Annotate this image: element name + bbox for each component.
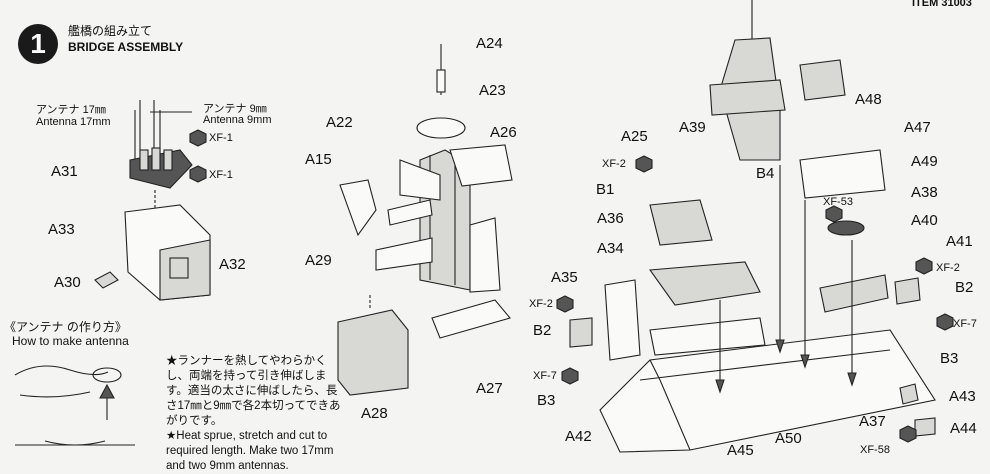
- part-label-b4: B4: [756, 165, 775, 182]
- part-label-a33: A32: [219, 256, 246, 273]
- part-label-a27: A26: [490, 124, 517, 141]
- paint-label-xf53: XF-53: [823, 196, 853, 208]
- part-label-a29: A29: [305, 252, 332, 269]
- paint-label-xf2-b: XF-2: [936, 262, 960, 274]
- part-label-a25: A24: [476, 35, 503, 52]
- part-label-a50: A50: [775, 430, 802, 447]
- part-label-a38: A43: [949, 388, 976, 405]
- part-label-a32: A31: [51, 163, 78, 180]
- part-label-b3-right: B3: [940, 350, 959, 367]
- step-number-badge: 1: [18, 24, 58, 64]
- paint-label-xf2-a: XF-2: [602, 158, 626, 170]
- paint-label-xf2-c: XF-2: [529, 298, 553, 310]
- how-to-title-jp: 《アンテナ の作り方》: [4, 320, 127, 334]
- part-label-a43: A39: [679, 119, 706, 136]
- part-label-a15: A44: [950, 420, 977, 437]
- part-label-a36: A34: [597, 240, 624, 257]
- part-label-a41: A37: [859, 413, 886, 430]
- superstructure-art: [569, 0, 936, 453]
- part-label-a45: A41: [946, 233, 973, 250]
- paint-label-xf1-a: XF-1: [209, 132, 233, 144]
- part-label-a28: A27: [476, 380, 503, 397]
- step-title-jp: 艦橋の組み立て: [68, 24, 153, 38]
- part-label-b2-right: B2: [955, 279, 974, 296]
- part-label-a39: A45: [727, 442, 754, 459]
- how-to-note: ★ランナーを熱してやわらかくし、両端を持って引き伸ばします。適当の太さに伸ばした…: [166, 354, 342, 474]
- part-label-b2-left: B2: [533, 322, 552, 339]
- part-label-b1: B1: [596, 181, 615, 198]
- part-label-a47: A47: [904, 119, 931, 136]
- part-label-a42: A38: [911, 184, 938, 201]
- paint-label-xf1-b: XF-1: [209, 169, 233, 181]
- antenna-9mm-label-en: Antenna 9mm: [203, 114, 272, 126]
- how-to-note-en: ★Heat sprue, stretch and cut to required…: [166, 430, 334, 472]
- paint-label-xf58: XF-58: [860, 444, 890, 456]
- part-label-a37: A35: [551, 269, 578, 286]
- part-label-a22: A15: [305, 151, 332, 168]
- step-title-en: BRIDGE ASSEMBLY: [68, 40, 184, 54]
- paint-markers: [189, 129, 954, 443]
- antenna-9mm-label-jp: アンテナ 9㎜: [203, 103, 267, 115]
- part-label-a34: A33: [48, 221, 75, 238]
- antenna-17mm-label-en: Antenna 17mm: [36, 116, 111, 128]
- antenna-17mm-label-jp: アンテナ 17㎜: [36, 104, 106, 116]
- part-label-b3-left: B3: [537, 392, 556, 409]
- how-to-title-en: How to make antenna: [12, 334, 129, 348]
- paint-label-xf7-b: XF-7: [533, 370, 557, 382]
- item-number: ITEM 31003: [912, 0, 972, 9]
- how-to-note-jp: ★ランナーを熱してやわらかくし、両端を持って引き伸ばします。適当の太さに伸ばした…: [166, 355, 341, 427]
- paint-label-xf7-a: XF-7: [953, 318, 977, 330]
- part-label-a48: A48: [855, 91, 882, 108]
- part-label-a26: A25: [621, 128, 648, 145]
- part-label-a31: A30: [54, 274, 81, 291]
- part-label-a44: A40: [911, 212, 938, 229]
- part-label-a24: A23: [479, 82, 506, 99]
- part-label-a35: A42: [565, 428, 592, 445]
- part-label-a23: A22: [326, 114, 353, 131]
- main-mast-art: [337, 44, 513, 396]
- bridge-subassembly-art: [14, 100, 211, 446]
- part-label-a40: A36: [597, 210, 624, 227]
- part-label-a49: A49: [911, 153, 938, 170]
- part-label-a30: A28: [361, 405, 388, 422]
